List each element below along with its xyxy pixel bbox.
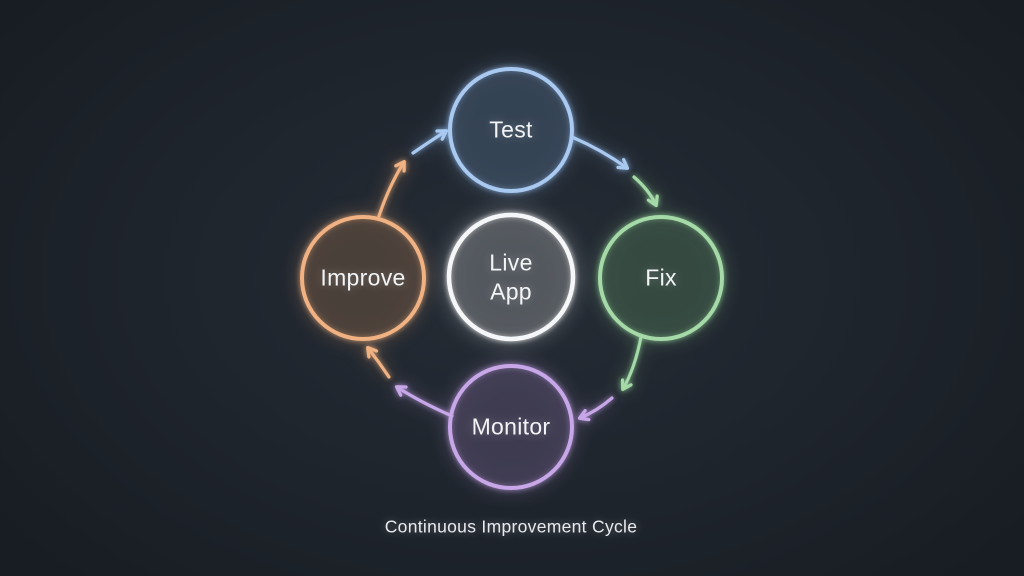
arrow-monitor-to-improve-end-segment [366,345,391,379]
test-node-ring [448,67,574,193]
fix-node-ring [598,215,724,341]
node-label-live-app: Live App [489,249,533,304]
node-label-monitor: Monitor [471,413,551,440]
monitor-node-ring [448,364,574,490]
node-label-improve: Improve [320,264,406,291]
arrow-fix-to-monitor-end-segment [577,396,614,422]
arrow-improve-to-test-start-segment [377,159,406,218]
arrow-fix-to-monitor-start-segment [620,335,643,392]
improve-node-ring [300,215,426,341]
arrow-monitor-to-improve-start-segment [394,385,454,418]
live-app-node-ring [446,212,576,342]
arrow-test-to-fix-end-segment [632,175,659,208]
diagram-caption: Continuous Improvement Cycle [384,516,638,537]
arrow-test-to-fix-start-segment [570,135,630,170]
node-label-fix: Fix [645,264,677,291]
arrow-improve-to-test-end-segment [411,129,449,155]
node-label-test: Test [489,116,533,143]
